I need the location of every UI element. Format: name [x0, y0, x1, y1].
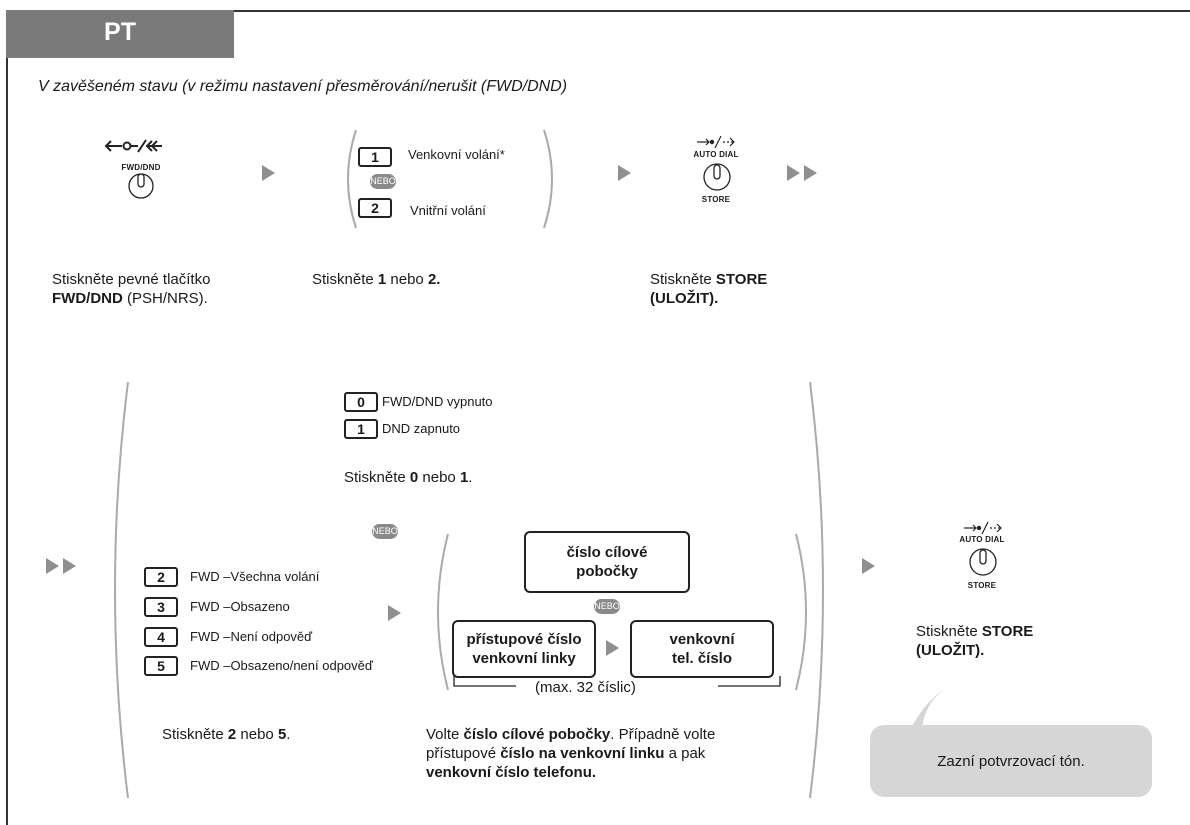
flow-arrow — [388, 605, 401, 621]
flow-arrow — [618, 165, 631, 181]
key-2-label: Vnitřní volání — [410, 203, 486, 218]
final-caption: Stiskněte STORE (ULOŽIT). — [916, 623, 1034, 659]
or-badge: NEBO — [372, 524, 398, 539]
key-0: 0 — [344, 392, 378, 412]
step1-caption: Stiskněte pevné tlačítko FWD/DND (PSH/NR… — [52, 271, 211, 307]
store-label: STORE — [701, 195, 731, 204]
key-4-fwd: 4 — [144, 627, 178, 647]
key-2: 2 — [358, 198, 392, 218]
or-badge: NEBO — [594, 599, 620, 614]
top-border-line — [234, 10, 1190, 12]
intro-text: V zavěšeném stavu (v režimu nastavení př… — [38, 78, 568, 95]
flow-arrow — [63, 558, 76, 574]
fwd-option-label: FWD –Obsazeno — [190, 599, 290, 614]
store-label: STORE — [967, 581, 997, 590]
step2-caption: Stiskněte 1 nebo 2. — [312, 271, 441, 288]
auto-dial-label: AUTO DIAL — [959, 535, 1005, 544]
flow-arrow — [862, 558, 875, 574]
auto-dial-store-symbol-icon — [964, 521, 1002, 535]
store-button-icon — [969, 548, 997, 576]
key-1-mode: 1 — [344, 419, 378, 439]
step3-caption: Stiskněte STORE (ULOŽIT). — [650, 271, 768, 307]
fwd-dnd-button-label: FWD/DND — [121, 163, 161, 172]
right-paren — [543, 129, 553, 229]
fwd-option-label: FWD –Obsazeno/není odpověď — [190, 658, 373, 673]
left-border-line — [6, 58, 8, 825]
key-2-fwd: 2 — [144, 567, 178, 587]
key-3-fwd: 3 — [144, 597, 178, 617]
fwd-dnd-button-icon — [104, 139, 162, 199]
max-digits-bracket — [453, 676, 781, 687]
key-1-mode-label: DND zapnuto — [382, 421, 461, 436]
speech-bubble-tail — [910, 690, 944, 730]
flow-arrow — [804, 165, 817, 181]
max-digits-label: (max. 32 číslic) — [535, 679, 636, 696]
dest-left-paren — [437, 533, 449, 691]
key-0-label: FWD/DND vypnuto — [382, 394, 493, 409]
flow-arrow — [262, 165, 275, 181]
pt-header-label: PT — [104, 18, 136, 46]
flow-arrow — [606, 640, 619, 656]
confirmation-tone-bubble: Zazní potvrzovací tón. — [870, 725, 1152, 797]
big-left-paren — [114, 381, 129, 799]
key-1-label: Venkovní volání* — [408, 147, 505, 162]
or-badge: NEBO — [370, 174, 396, 189]
fwd-caption: Stiskněte 2 nebo 5. — [162, 726, 291, 743]
big-right-paren — [809, 381, 824, 799]
store-button-icon — [703, 163, 731, 191]
flow-arrow — [46, 558, 59, 574]
fwd-option-label: FWD –Není odpověď — [190, 629, 313, 644]
destination-caption: Volte číslo cílové pobočky. Případně vol… — [426, 726, 716, 781]
dest-right-paren — [795, 533, 807, 691]
pt-header-tab — [6, 10, 234, 58]
left-paren — [347, 129, 357, 229]
auto-dial-store-symbol-icon — [697, 135, 735, 149]
mode-caption: Stiskněte 0 nebo 1. — [344, 469, 473, 486]
auto-dial-label: AUTO DIAL — [693, 150, 739, 159]
fwd-option-label: FWD –Všechna volání — [190, 569, 320, 584]
key-5-fwd: 5 — [144, 656, 178, 676]
key-1: 1 — [358, 147, 392, 167]
flow-arrow — [787, 165, 800, 181]
